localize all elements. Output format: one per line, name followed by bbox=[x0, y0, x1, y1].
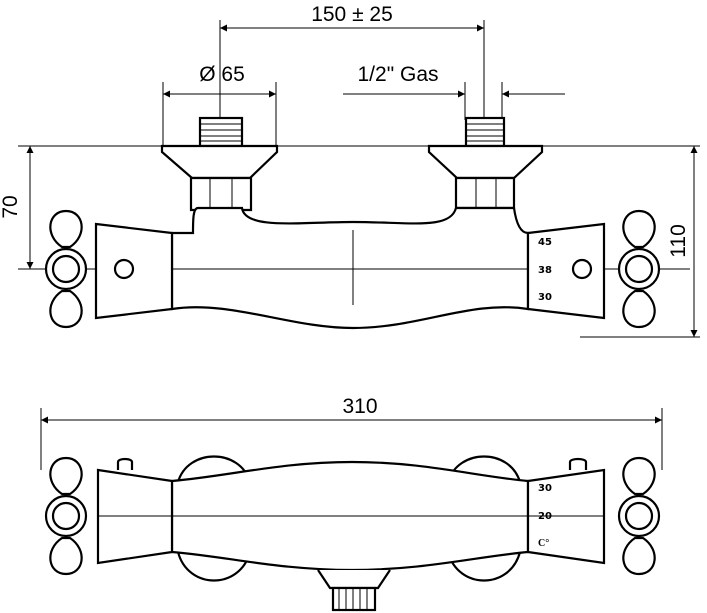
scale-front-30: 30 bbox=[538, 292, 552, 303]
width-label: 310 bbox=[342, 395, 377, 418]
unit-label: C° bbox=[538, 538, 549, 549]
left-inlet-fitting bbox=[160, 116, 279, 212]
center-distance-label: 150 ± 25 bbox=[311, 3, 393, 26]
height-right-label: 110 bbox=[667, 224, 690, 257]
right-handle-bottom bbox=[617, 456, 661, 576]
scale-front-38: 38 bbox=[538, 265, 552, 276]
right-cap-front bbox=[526, 222, 606, 320]
scale-bottom-20: 20 bbox=[538, 511, 552, 522]
left-handle-front bbox=[44, 209, 88, 329]
thread-label: 1/2" Gas bbox=[358, 63, 439, 86]
bottom-view: 310 30 20 C° bbox=[40, 395, 663, 612]
mixer-body-front bbox=[170, 206, 530, 330]
front-view: 150 ± 25 Ø 65 1/2" Gas 70 110 45 38 30 bbox=[0, 3, 700, 338]
outlet-fitting bbox=[317, 569, 391, 612]
scale-bottom-30: 30 bbox=[538, 483, 552, 494]
scale-front-45: 45 bbox=[538, 237, 552, 248]
right-handle-front bbox=[617, 209, 661, 329]
left-handle-bottom bbox=[44, 456, 88, 576]
diameter-label: Ø 65 bbox=[199, 63, 245, 86]
height-left-label: 70 bbox=[0, 195, 22, 218]
right-inlet-fitting bbox=[427, 116, 544, 210]
left-cap-front bbox=[94, 222, 174, 320]
